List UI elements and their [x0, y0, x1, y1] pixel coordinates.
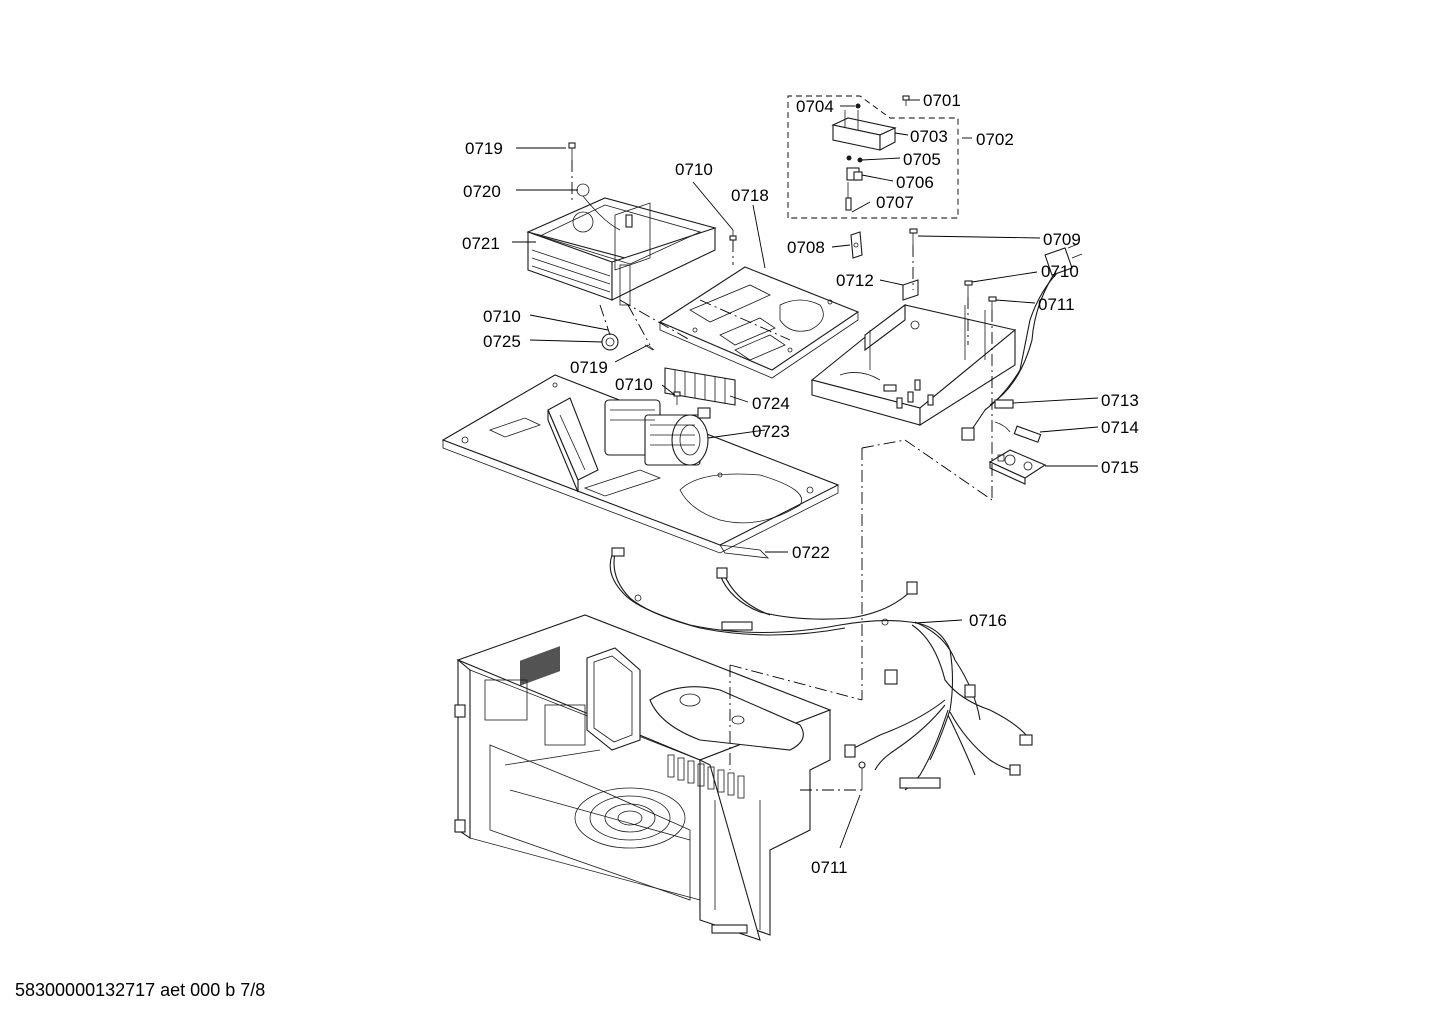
callout-0710-a: 0710 — [675, 160, 713, 179]
callout-0702: 0702 — [976, 130, 1014, 149]
callout-0723: 0723 — [752, 422, 790, 441]
assembly-lines — [571, 160, 993, 791]
screw-0711-bottom — [858, 761, 866, 790]
callout-0706: 0706 — [896, 173, 934, 192]
callout-0701: 0701 — [923, 91, 961, 110]
base-plate-0722 — [441, 374, 840, 559]
callout-0719-a: 0719 — [465, 139, 503, 158]
wire-harness-0716 — [609, 547, 1033, 791]
callout-0707: 0707 — [876, 193, 914, 212]
callout-0712: 0712 — [836, 271, 874, 290]
fuse-0714 — [994, 421, 1042, 443]
callout-0711-a: 0711 — [1038, 295, 1075, 314]
callout-0704: 0704 — [796, 97, 834, 116]
bracket-0712 — [902, 228, 997, 310]
callout-0721: 0721 — [462, 234, 500, 253]
callout-0714: 0714 — [1101, 418, 1139, 437]
callout-0705: 0705 — [903, 150, 941, 169]
circuit-board-0715 — [988, 449, 1047, 485]
actuator-0708 — [850, 231, 863, 259]
electrical-box — [810, 303, 1017, 426]
callout-0710-d: 0710 — [615, 375, 653, 394]
callout-0708: 0708 — [787, 238, 825, 257]
grease-filter-0724 — [664, 367, 736, 406]
housing-0721 — [526, 142, 717, 306]
air-duct — [547, 397, 599, 493]
callout-0710-c: 0710 — [483, 307, 521, 326]
callout-0724: 0724 — [752, 394, 790, 413]
callout-0725: 0725 — [483, 332, 521, 351]
callout-0713: 0713 — [1101, 391, 1139, 410]
callout-0718: 0718 — [731, 186, 769, 205]
callout-0720: 0720 — [463, 182, 501, 201]
callout-0703: 0703 — [910, 127, 948, 146]
diagram-id: 58300000132717 aet 000 b 7/8 — [15, 980, 266, 1000]
leader-lines — [512, 99, 1099, 849]
callout-0716: 0716 — [969, 611, 1007, 630]
callout-0711-b: 0711 — [811, 858, 848, 877]
callout-0719-b: 0719 — [570, 358, 608, 377]
callout-0722: 0722 — [792, 543, 830, 562]
callout-0709: 0709 — [1043, 230, 1081, 249]
thermostat-0725 — [601, 333, 654, 351]
switch-detail-box — [787, 95, 959, 219]
plate-0718 — [658, 266, 860, 379]
callout-labels: 0701 0702 0703 0704 0705 0706 0707 0708 … — [462, 91, 1139, 877]
screw-0710-plate — [647, 230, 737, 405]
blower-fan-0723 — [604, 399, 711, 466]
callout-0710-b: 0710 — [1041, 262, 1079, 281]
oven-cavity — [454, 614, 832, 941]
callout-0715: 0715 — [1101, 458, 1139, 477]
power-cord-0713 — [961, 243, 1083, 441]
